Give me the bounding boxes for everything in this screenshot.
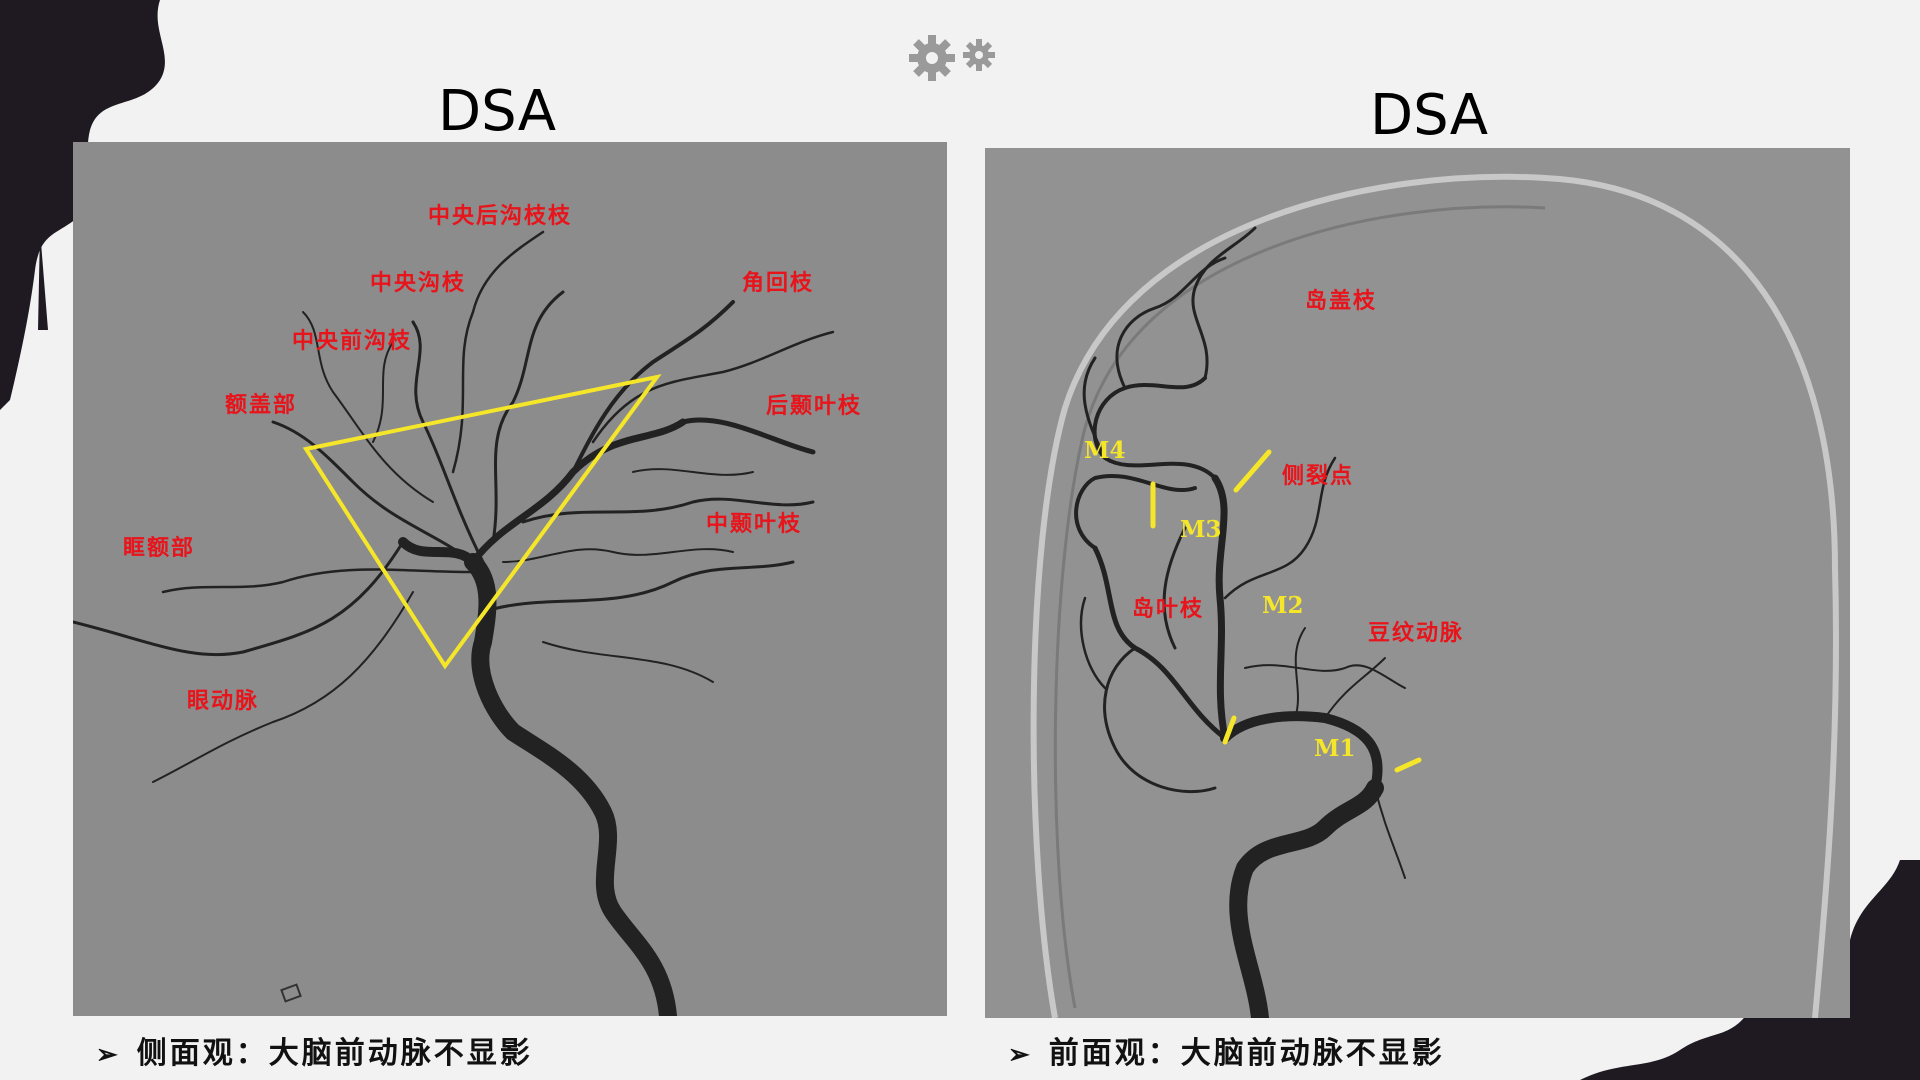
frontal-vessel-drawing [1030, 173, 1839, 1018]
label-frontal-operculum: 额盖部 [225, 392, 298, 418]
lateral-angiogram-image [73, 142, 947, 1016]
arrow-bullet-icon: ➢ [96, 1040, 121, 1070]
right-title: DSA [1370, 83, 1489, 148]
caption-lateral-text: 侧面观：大脑前动脉不显影 [136, 1036, 533, 1071]
arrow-bullet-icon: ➢ [1008, 1040, 1033, 1070]
segment-label-m1: M1 [1314, 735, 1356, 762]
frontal-angiogram-image [985, 148, 1850, 1018]
label-lenticulostriate-artery: 豆纹动脉 [1368, 620, 1465, 646]
label-posterior-temporal-branch: 后颞叶枝 [766, 393, 863, 419]
label-central-sulcus-branch: 中央沟枝 [370, 270, 467, 296]
caption-frontal: ➢ 前面观：大脑前动脉不显影 [1008, 1028, 1445, 1072]
caption-frontal-text: 前面观：大脑前动脉不显影 [1048, 1036, 1445, 1071]
label-middle-temporal-branch: 中颞叶枝 [706, 511, 803, 537]
label-insular-branch: 岛叶枝 [1132, 596, 1205, 622]
label-ophthalmic-artery: 眼动脉 [187, 688, 260, 714]
label-orbitofrontal: 眶额部 [123, 535, 196, 561]
caption-lateral: ➢ 侧面观：大脑前动脉不显影 [96, 1028, 533, 1072]
label-precentral-branch: 中央前沟枝 [292, 328, 413, 354]
gears-icon [909, 35, 995, 81]
lateral-vessel-drawing [73, 230, 835, 1016]
segment-label-m2: M2 [1262, 592, 1304, 619]
label-angular-branch: 角回枝 [742, 270, 815, 296]
segment-label-m3: M3 [1180, 516, 1222, 543]
label-insular-operculum-branch: 岛盖枝 [1305, 288, 1378, 314]
left-title: DSA [438, 79, 557, 144]
label-sylvian-point: 侧裂点 [1282, 463, 1355, 489]
segment-label-m4: M4 [1084, 437, 1126, 464]
label-posterior-central-branch: 中央后沟枝枝 [428, 203, 573, 229]
